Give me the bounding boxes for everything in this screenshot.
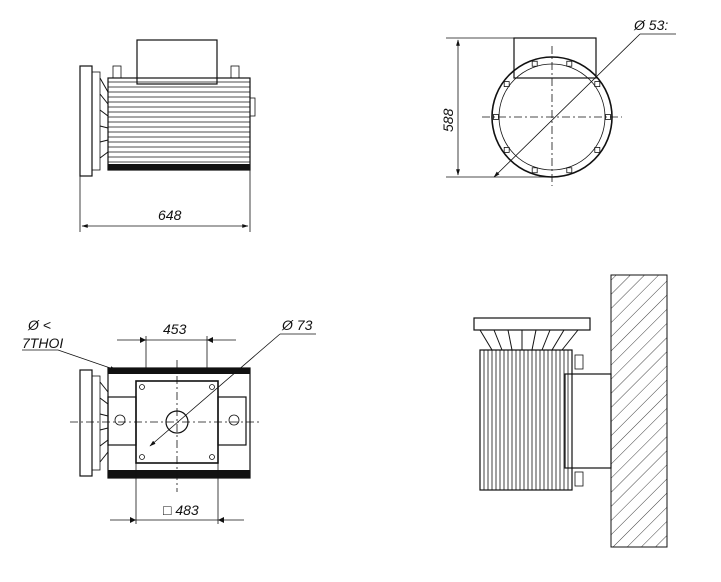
width-dim-text: 648 [158,207,182,223]
square-dim-text: □ 483 [163,502,199,518]
strut-line [541,329,551,351]
front-view: Ø 53: 588 [440,17,676,186]
front-diameter-text: Ø 53: [633,17,668,33]
strut-line [99,427,109,431]
side-struts [99,77,109,159]
lug [605,114,611,120]
lug [594,81,601,87]
strut-line [99,397,109,405]
top-view: 453 Ø 73 Ø < 7THOI □ 483 [22,317,316,524]
top-453-dim-text: 453 [163,321,187,337]
strut-line [99,77,109,93]
strut-line [99,151,109,159]
wall-hatch [610,274,668,548]
height-dim-text: 588 [440,108,456,132]
lug [503,147,510,153]
front-lugs [493,60,611,174]
top-struts [99,381,109,463]
mounted-fins [483,350,569,490]
front-diameter-leader [493,33,641,178]
strut-line [99,109,109,117]
lug [566,167,573,174]
strut-line [561,329,579,351]
side-top-box [136,39,218,85]
top-diameter-leader [149,333,281,447]
strut-line [99,439,109,447]
lug [493,114,499,120]
top-diameter-text: Ø 73 [281,317,313,333]
side-bolt-right [230,65,240,79]
hole-note-text-2: 7THOI [22,335,63,351]
mounted-bracket [564,373,612,469]
top-pad-left [107,396,137,446]
mounted-struts [479,329,579,351]
strut-line [479,329,493,351]
strut-line [99,93,109,105]
strut-line [551,329,565,351]
side-view: 648 [79,39,256,232]
side-bolt-left [112,65,122,79]
strut-line [99,139,109,143]
lug [531,60,538,67]
lug [531,167,538,174]
top-pad-right [217,396,247,446]
lug [594,147,601,153]
mounted-flange [473,317,591,331]
strut-line [99,381,109,393]
strut-line [99,413,109,417]
strut-line [99,451,109,463]
side-flange [79,65,93,177]
mounted-view [473,274,668,548]
strut-line [531,329,537,351]
front-top-box [513,37,597,79]
side-fin-body [108,81,250,163]
strut-line [507,329,513,351]
hole-note-text: Ø < [27,317,51,333]
strut-line [99,125,109,129]
lug [503,81,510,87]
hole-note-leader [57,349,117,371]
strut-line [493,329,503,351]
lug [566,60,573,67]
